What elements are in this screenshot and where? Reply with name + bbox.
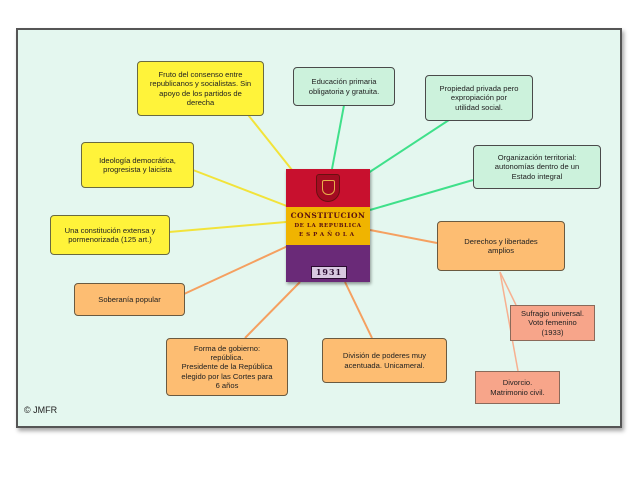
node-soberania: Soberanía popular xyxy=(74,283,185,316)
node-ideologia: Ideología democrática, progresista y lai… xyxy=(81,142,194,188)
connector-ideologia xyxy=(192,169,293,209)
book-subtitle: DE LA REPUBLICA xyxy=(294,223,362,229)
credit-text: © JMFR xyxy=(24,405,58,415)
book-gold-band xyxy=(286,207,370,245)
connector-extensa xyxy=(168,221,287,233)
connector-division xyxy=(344,281,373,339)
connector-derechos xyxy=(369,229,438,244)
node-division: División de poderes muy acentuada. Unica… xyxy=(322,338,447,383)
node-organizacion: Organización territorial: autonomías den… xyxy=(473,145,601,189)
connector-gobierno xyxy=(244,281,301,339)
connector-sufragio xyxy=(499,271,517,306)
node-gobierno: Forma de gobierno: república. Presidente… xyxy=(166,338,288,396)
node-derechos: Derechos y libertades amplios xyxy=(437,221,565,271)
constitution-book-cover: CONSTITUCION DE LA REPUBLICA ESPAÑOLA 19… xyxy=(286,169,370,282)
connector-divorcio xyxy=(499,271,519,372)
node-educacion: Educación primaria obligatoria y gratuit… xyxy=(293,67,395,106)
node-consenso: Fruto del consenso entre republicanos y … xyxy=(137,61,264,116)
connector-propiedad xyxy=(361,117,453,178)
node-sufragio: Sufragio universal. Voto femenino (1933) xyxy=(510,305,595,341)
node-propiedad: Propiedad privada pero expropiación por … xyxy=(425,75,533,121)
book-subtitle-country: ESPAÑOLA xyxy=(298,232,358,238)
node-divorcio: Divorcio. Matrimonio civil. xyxy=(475,371,560,404)
book-title: CONSTITUCION xyxy=(290,211,366,220)
node-extensa: Una constitución extensa y pormenorizada… xyxy=(50,215,170,255)
connector-organizacion xyxy=(369,179,474,211)
connector-educacion xyxy=(331,99,346,170)
connector-soberania xyxy=(183,244,291,295)
book-year: 1931 xyxy=(311,266,347,279)
coat-of-arms-icon xyxy=(316,174,340,202)
connector-consenso xyxy=(244,110,301,181)
